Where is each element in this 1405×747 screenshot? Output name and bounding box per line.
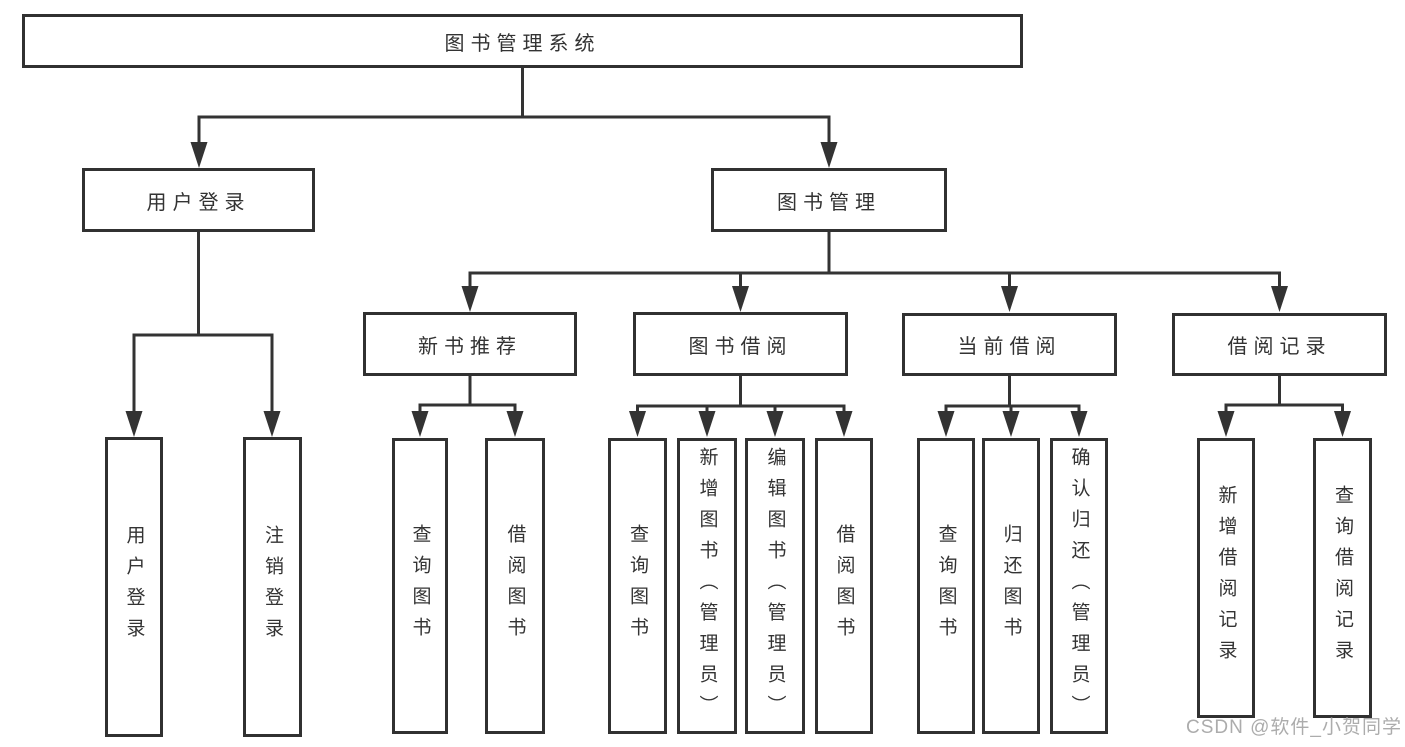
leaf-query-borrow-record: 查询借阅记录	[1313, 438, 1372, 718]
node-user-login-label: 用户登录	[146, 191, 251, 214]
connector-user-login-to-children	[125, 230, 281, 437]
connector-current-borrowing-to-children	[937, 374, 1088, 437]
leaf-logout: 注销登录	[243, 437, 302, 737]
node-root-label: 图书管理系统	[444, 32, 601, 55]
node-root-library-system: 图书管理系统	[22, 14, 1023, 68]
leaf-user-login: 用户登录	[105, 437, 163, 737]
leaf-query-books-current: 查询图书	[917, 438, 975, 734]
leaf-add-book-admin-label: 新增图书（管理员）	[696, 446, 718, 726]
leaf-borrow-books-borrowing-label: 借阅图书	[833, 524, 855, 648]
leaf-query-books-borrowing-label: 查询图书	[627, 524, 648, 648]
node-borrowing-records-label: 借阅记录	[1227, 336, 1332, 358]
leaf-return-books-label: 归还图书	[1000, 524, 1022, 648]
node-user-login: 用户登录	[82, 168, 315, 232]
leaf-logout-label: 注销登录	[262, 525, 283, 649]
leaf-edit-book-admin: 编辑图书（管理员）	[745, 438, 805, 734]
leaf-add-borrow-record: 新增借阅记录	[1197, 438, 1255, 718]
node-book-borrowing: 图书借阅	[633, 312, 848, 376]
node-borrowing-records: 借阅记录	[1172, 313, 1387, 376]
node-new-book-recommend: 新书推荐	[363, 312, 577, 376]
leaf-query-books-recommend-label: 查询图书	[409, 524, 431, 648]
leaf-confirm-return-admin: 确认归还（管理员）	[1050, 438, 1108, 734]
leaf-add-book-admin: 新增图书（管理员）	[677, 438, 737, 734]
csdn-watermark: CSDN @软件_小贺同学	[1186, 717, 1402, 738]
leaf-user-login-label: 用户登录	[123, 525, 145, 649]
node-book-management-label: 图书管理	[777, 191, 881, 214]
connector-root-to-level2	[190, 66, 838, 168]
connector-borrowing-records-to-children	[1217, 374, 1351, 437]
leaf-add-borrow-record-label: 新增借阅记录	[1215, 485, 1237, 671]
node-current-borrowing: 当前借阅	[902, 313, 1117, 376]
node-current-borrowing-label: 当前借阅	[957, 336, 1062, 358]
leaf-edit-book-admin-label: 编辑图书（管理员）	[764, 446, 786, 726]
connector-book-borrowing-to-children	[629, 374, 853, 437]
node-book-borrowing-label: 图书借阅	[688, 335, 793, 358]
leaf-borrow-books-borrowing: 借阅图书	[815, 438, 873, 734]
leaf-return-books: 归还图书	[982, 438, 1040, 734]
leaf-confirm-return-admin-label: 确认归还（管理员）	[1068, 446, 1090, 726]
leaf-query-books-recommend: 查询图书	[392, 438, 448, 734]
leaf-borrow-books-recommend-label: 借阅图书	[504, 524, 526, 648]
connector-new-book-to-children	[411, 374, 524, 437]
leaf-borrow-books-recommend: 借阅图书	[485, 438, 545, 734]
leaf-query-borrow-record-label: 查询借阅记录	[1332, 485, 1353, 671]
leaf-query-books-borrowing: 查询图书	[608, 438, 667, 734]
leaf-query-books-current-label: 查询图书	[935, 524, 957, 648]
connector-book-management-to-level3	[461, 230, 1288, 312]
node-new-book-recommend-label: 新书推荐	[418, 335, 522, 358]
node-book-management: 图书管理	[711, 168, 947, 232]
